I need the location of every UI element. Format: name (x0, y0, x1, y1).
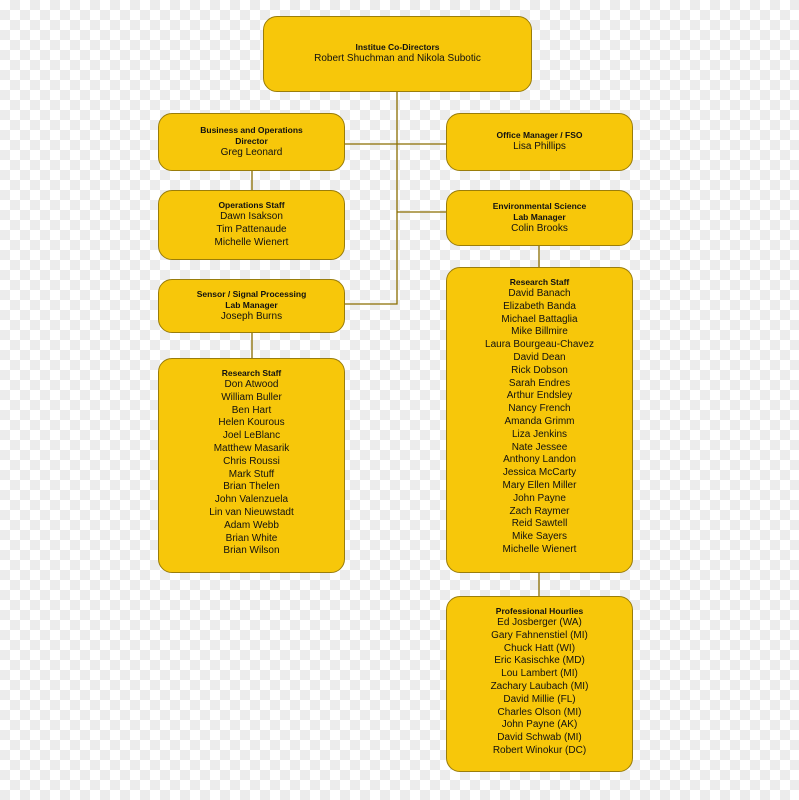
staff-name: Ben Hart (231, 404, 272, 416)
staff-name: Lou Lambert (MI) (501, 668, 578, 680)
staff-name: Adam Webb (224, 519, 279, 531)
staff-name: Colin Brooks (511, 222, 568, 234)
staff-name: David Dean (513, 351, 566, 363)
staff-name: Mary Ellen Miller (502, 479, 577, 491)
staff-name: Eric Kasischke (MD) (494, 655, 585, 667)
staff-name: Mark Stuff (228, 468, 275, 480)
business-ops-box: Business and Operations Director Greg Le… (158, 113, 345, 171)
staff-name: Jessica McCarty (502, 467, 577, 479)
professional-hourlies-box: Professional Hourlies Ed Josberger (WA)G… (446, 596, 633, 772)
staff-name: David Banach (508, 288, 571, 299)
staff-name: Arthur Endsley (506, 390, 573, 402)
staff-name: Lin van Nieuwstadt (209, 506, 294, 518)
research-staff-left-title: Research Staff (221, 368, 282, 378)
co-directors-names: Robert Shuchman and Nikola Subotic (314, 53, 481, 66)
staff-name: Brian White (225, 532, 278, 544)
business-ops-title: Business and Operations Director (200, 124, 303, 146)
connector-to-sensor-lab (344, 212, 398, 305)
staff-name: Michelle Wienert (502, 543, 577, 555)
business-ops-names: Greg Leonard (221, 147, 283, 160)
staff-name: Elizabeth Banda (503, 300, 576, 312)
staff-name: Brian Thelen (223, 481, 280, 493)
staff-name: Tim Pattenaude (216, 224, 287, 236)
env-lab-title: Environmental Science Lab Manager (492, 200, 587, 222)
env-lab-names: Colin Brooks (511, 223, 568, 236)
co-directors-box: Institue Co-Directors Robert Shuchman an… (263, 16, 532, 92)
staff-name: Joel LeBlanc (222, 430, 281, 442)
staff-name: Robert Shuchman and Nikola Subotic (314, 53, 481, 65)
staff-name: Reid Sawtell (511, 518, 568, 530)
research-staff-right-title: Research Staff (509, 277, 570, 287)
staff-name: William Buller (221, 391, 282, 403)
sensor-lab-box: Sensor / Signal Processing Lab Manager J… (158, 279, 345, 333)
staff-name: Sarah Endres (508, 377, 571, 389)
env-lab-box: Environmental Science Lab Manager Colin … (446, 190, 633, 246)
staff-name: David Millie (FL) (503, 693, 576, 705)
staff-name: Nate Jessee (511, 441, 568, 453)
staff-name: Liza Jenkins (511, 428, 568, 440)
staff-name: Matthew Masarik (213, 442, 290, 454)
sensor-lab-names: Joseph Burns (221, 311, 282, 324)
staff-name: Mike Billmire (511, 326, 568, 338)
staff-name: Ed Josberger (WA) (497, 617, 582, 628)
staff-name: Mike Sayers (511, 531, 567, 543)
staff-name: Dawn Isakson (220, 211, 283, 223)
professional-hourlies-names: Ed Josberger (WA)Gary Fahnenstiel (MI)Ch… (491, 617, 589, 758)
office-manager-title: Office Manager / FSO (496, 130, 583, 141)
office-manager-box: Office Manager / FSO Lisa Phillips (446, 113, 633, 171)
operations-staff-title: Operations Staff (218, 200, 285, 211)
staff-name: John Valenzuela (214, 494, 289, 506)
sensor-lab-title: Sensor / Signal Processing Lab Manager (196, 288, 307, 310)
staff-name: Rick Dobson (511, 364, 568, 376)
staff-name: Don Atwood (224, 379, 279, 390)
staff-name: David Schwab (MI) (497, 732, 582, 744)
staff-name: Chuck Hatt (WI) (503, 642, 576, 654)
office-manager-names: Lisa Phillips (513, 141, 566, 154)
staff-name: Michael Battaglia (501, 313, 578, 325)
staff-name: John Payne (AK) (501, 719, 578, 731)
staff-name: Zachary Laubach (MI) (490, 680, 589, 692)
staff-name: Nancy French (508, 403, 571, 415)
staff-name: Greg Leonard (220, 146, 283, 158)
staff-name: Gary Fahnenstiel (MI) (491, 629, 588, 641)
staff-name: Amanda Grimm (504, 415, 575, 427)
professional-hourlies-title: Professional Hourlies (495, 606, 584, 616)
staff-name: Michelle Wienert (214, 236, 289, 248)
staff-name: Zach Raymer (509, 505, 570, 517)
staff-name: John Payne (513, 492, 566, 504)
staff-name: Robert Winokur (DC) (492, 744, 587, 756)
staff-name: Charles Olson (MI) (497, 706, 582, 718)
staff-name: Laura Bourgeau-Chavez (485, 339, 594, 351)
staff-name: Brian Wilson (223, 545, 280, 557)
staff-name: Joseph Burns (220, 310, 283, 322)
staff-name: Helen Kourous (218, 417, 285, 429)
staff-name: Chris Roussi (223, 455, 280, 467)
staff-name: Anthony Landon (503, 454, 576, 466)
co-directors-title: Institue Co-Directors (355, 42, 440, 53)
staff-name: Lisa Phillips (513, 141, 566, 153)
